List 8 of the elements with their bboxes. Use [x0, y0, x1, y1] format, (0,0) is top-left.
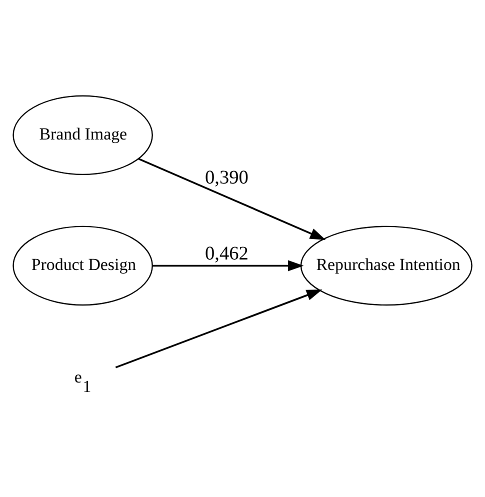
node-ellipse: Product Design — [12, 226, 153, 306]
arrow — [152, 260, 304, 272]
edge-label: 0,390 — [204, 167, 248, 188]
node-ellipse: Brand Image — [12, 95, 153, 176]
arrow — [115, 289, 322, 368]
edge-label: 0,462 — [204, 243, 248, 264]
arrow — [138, 158, 326, 240]
node-ellipse: Repurchase Intention — [300, 226, 472, 306]
